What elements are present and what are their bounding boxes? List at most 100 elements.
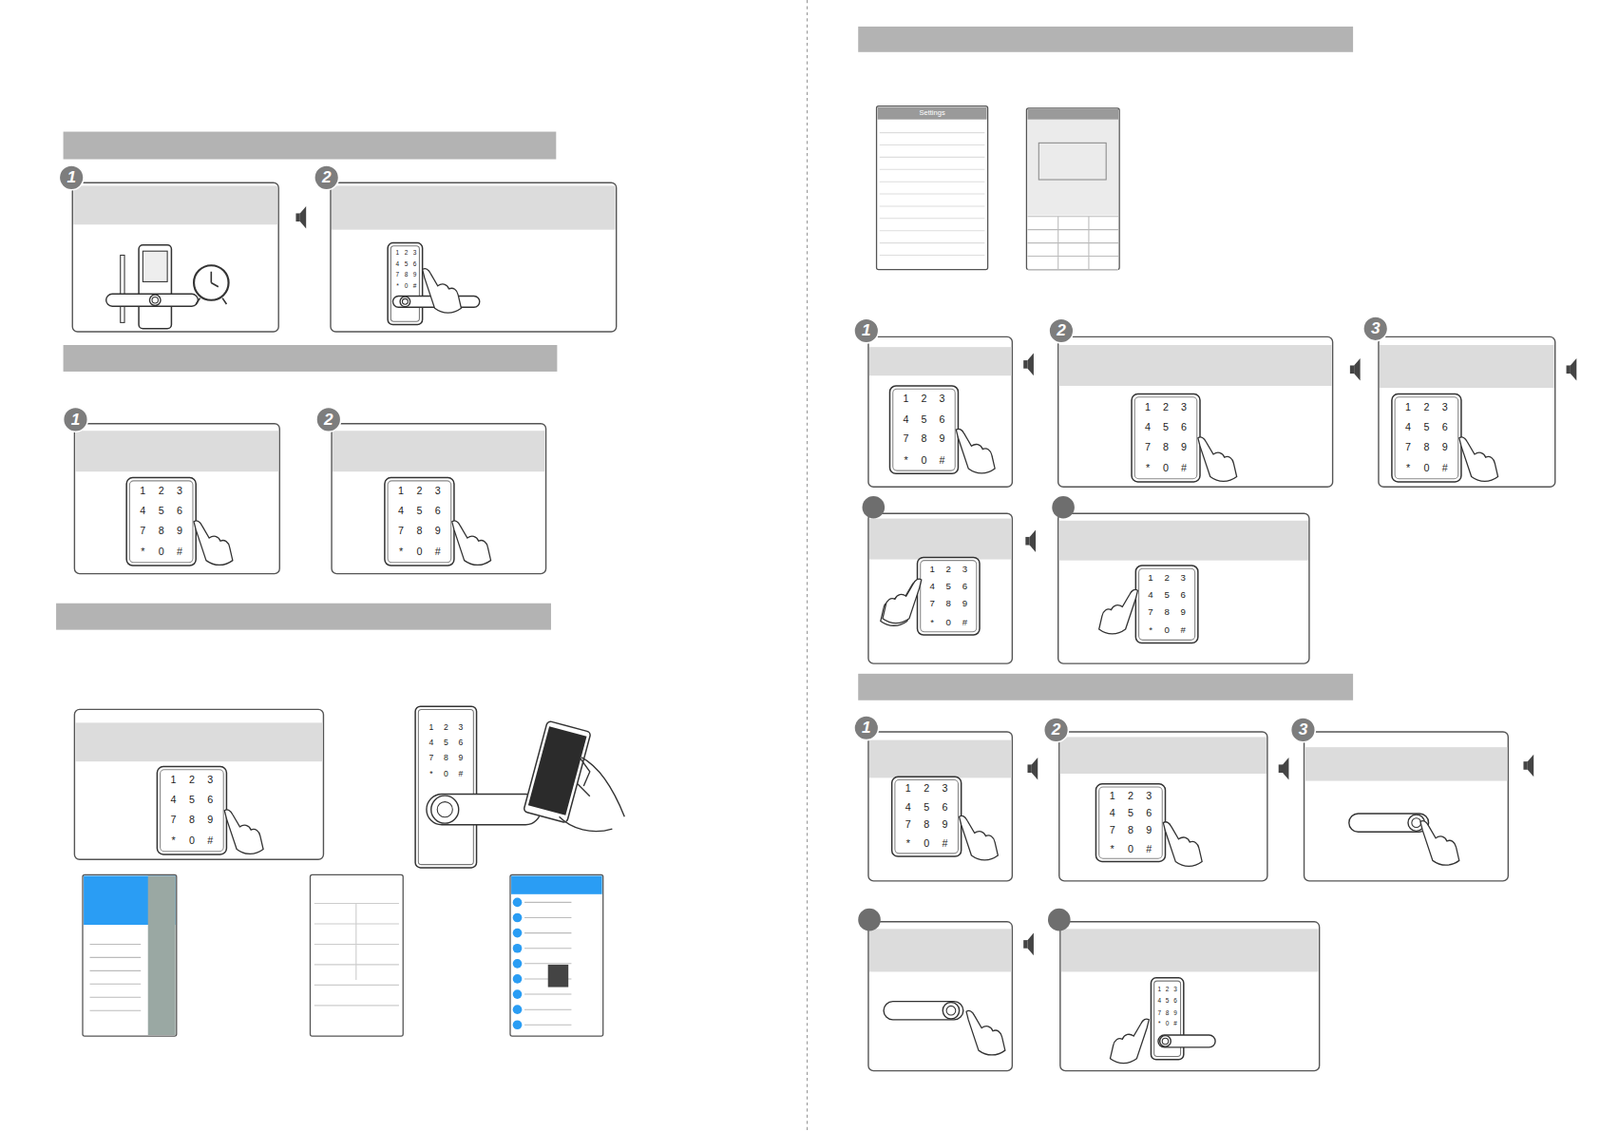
step-frame — [72, 182, 279, 332]
app-row — [524, 1024, 572, 1026]
header-bar — [857, 26, 1353, 53]
keypad-key: * — [396, 282, 400, 288]
clock-face — [193, 265, 229, 301]
app-key-row — [1027, 268, 1119, 270]
keypad-key: 2 — [1127, 791, 1134, 802]
step-band — [869, 346, 1011, 376]
keypad-key: 2 — [1163, 572, 1169, 583]
keypad-key: 4 — [929, 582, 934, 592]
speaker-icon — [1027, 757, 1038, 781]
keypad-key: 5 — [1165, 996, 1170, 1003]
keypad-key: 2 — [923, 783, 930, 795]
page-divider — [806, 0, 808, 1132]
keypad-key: 8 — [404, 271, 409, 278]
step-circle — [1291, 717, 1316, 743]
battery-bay — [142, 250, 168, 282]
keypad-key: 2 — [946, 565, 952, 575]
lever-rose-inner — [946, 1005, 956, 1015]
keypad-key: 3 — [1180, 402, 1187, 414]
step-number: 1 — [861, 322, 872, 339]
keypad-key: 9 — [1180, 608, 1185, 618]
step-band — [1305, 746, 1508, 781]
step-band — [75, 722, 323, 762]
keypad-key: 9 — [435, 525, 441, 536]
step-number: 2 — [1051, 721, 1062, 738]
phone-body — [523, 720, 591, 823]
keypad-key: 5 — [416, 506, 422, 517]
clock-hands — [210, 271, 219, 287]
app-icon — [513, 928, 523, 938]
lever-rose-inner — [401, 298, 408, 305]
keypad-key: 7 — [1144, 441, 1151, 453]
keypad-key: # — [938, 455, 945, 466]
keypad-key: 3 — [176, 486, 183, 497]
keypad-key: 4 — [171, 794, 177, 805]
keypad-key: 2 — [1423, 402, 1429, 414]
keypad-key: 2 — [404, 249, 409, 256]
keypad-key: 9 — [1442, 441, 1448, 453]
keypad-key: # — [207, 835, 213, 846]
keypad-key: 3 — [1173, 985, 1178, 991]
keypad-key: * — [429, 770, 433, 780]
step-frame — [74, 708, 324, 859]
keypad-key: 2 — [1165, 985, 1170, 991]
keypad-key: 9 — [938, 434, 945, 445]
keypad-key: 5 — [923, 801, 930, 813]
speaker-body — [1023, 939, 1028, 949]
step-circle — [1048, 318, 1074, 343]
step-circle — [854, 715, 879, 741]
speaker-cone — [300, 206, 306, 229]
keypad-key: 3 — [435, 486, 441, 497]
keypad-key: 0 — [946, 617, 952, 628]
keypad-key: 4 — [428, 739, 434, 748]
keypad-frame — [890, 385, 959, 474]
keypad-key: * — [930, 617, 934, 628]
keypad-key: 7 — [1405, 441, 1411, 453]
pointing-hand — [959, 815, 999, 859]
keypad-key: 1 — [1405, 402, 1411, 414]
keypad-inner — [895, 780, 959, 854]
spindle — [120, 254, 125, 323]
keypad-key: 6 — [435, 506, 441, 517]
keypad-key: 3 — [413, 249, 418, 256]
keypad-key: 4 — [139, 506, 146, 517]
keypad-key: 1 — [902, 394, 909, 405]
pointing-hand — [955, 428, 995, 473]
screen-title: Settings — [918, 108, 945, 116]
step-number: 3 — [1298, 721, 1309, 738]
step-band — [73, 185, 278, 225]
pointing-hand — [193, 520, 233, 565]
keypad-key: 1 — [1144, 402, 1151, 414]
step-band — [869, 740, 1011, 779]
app-key-cols — [1058, 216, 1089, 270]
keypad-key: 7 — [905, 819, 912, 831]
lever-rose-inner — [1161, 1037, 1168, 1044]
step-frame — [1059, 731, 1268, 881]
step-frame — [868, 731, 1012, 881]
keypad-key: 7 — [1157, 1009, 1162, 1015]
app-row — [314, 1004, 400, 1006]
speaker-icon — [295, 206, 306, 229]
keypad-key: 5 — [443, 739, 449, 748]
keypad-frame — [917, 556, 981, 635]
app-row — [879, 156, 986, 158]
app-key-row — [1027, 242, 1119, 244]
keypad-key: 8 — [189, 814, 195, 825]
step-band — [1059, 520, 1309, 561]
keypad-key: 5 — [1162, 421, 1169, 433]
keypad-key: # — [1180, 626, 1185, 636]
keypad-frame — [384, 477, 455, 566]
step-box — [868, 921, 1012, 1071]
keypad-key: 8 — [416, 525, 422, 536]
keypad-key: * — [399, 546, 403, 557]
keypad-key: * — [1145, 462, 1150, 474]
lever-handle — [883, 1001, 964, 1020]
keypad-key: 6 — [413, 260, 418, 267]
keypad-inner — [160, 769, 225, 852]
app-row — [524, 993, 572, 995]
keypad-key: 6 — [1145, 808, 1152, 820]
speaker-cone — [1570, 358, 1577, 381]
keypad-key: 9 — [176, 525, 183, 536]
app-row — [879, 217, 986, 219]
step-circle — [1051, 495, 1075, 519]
